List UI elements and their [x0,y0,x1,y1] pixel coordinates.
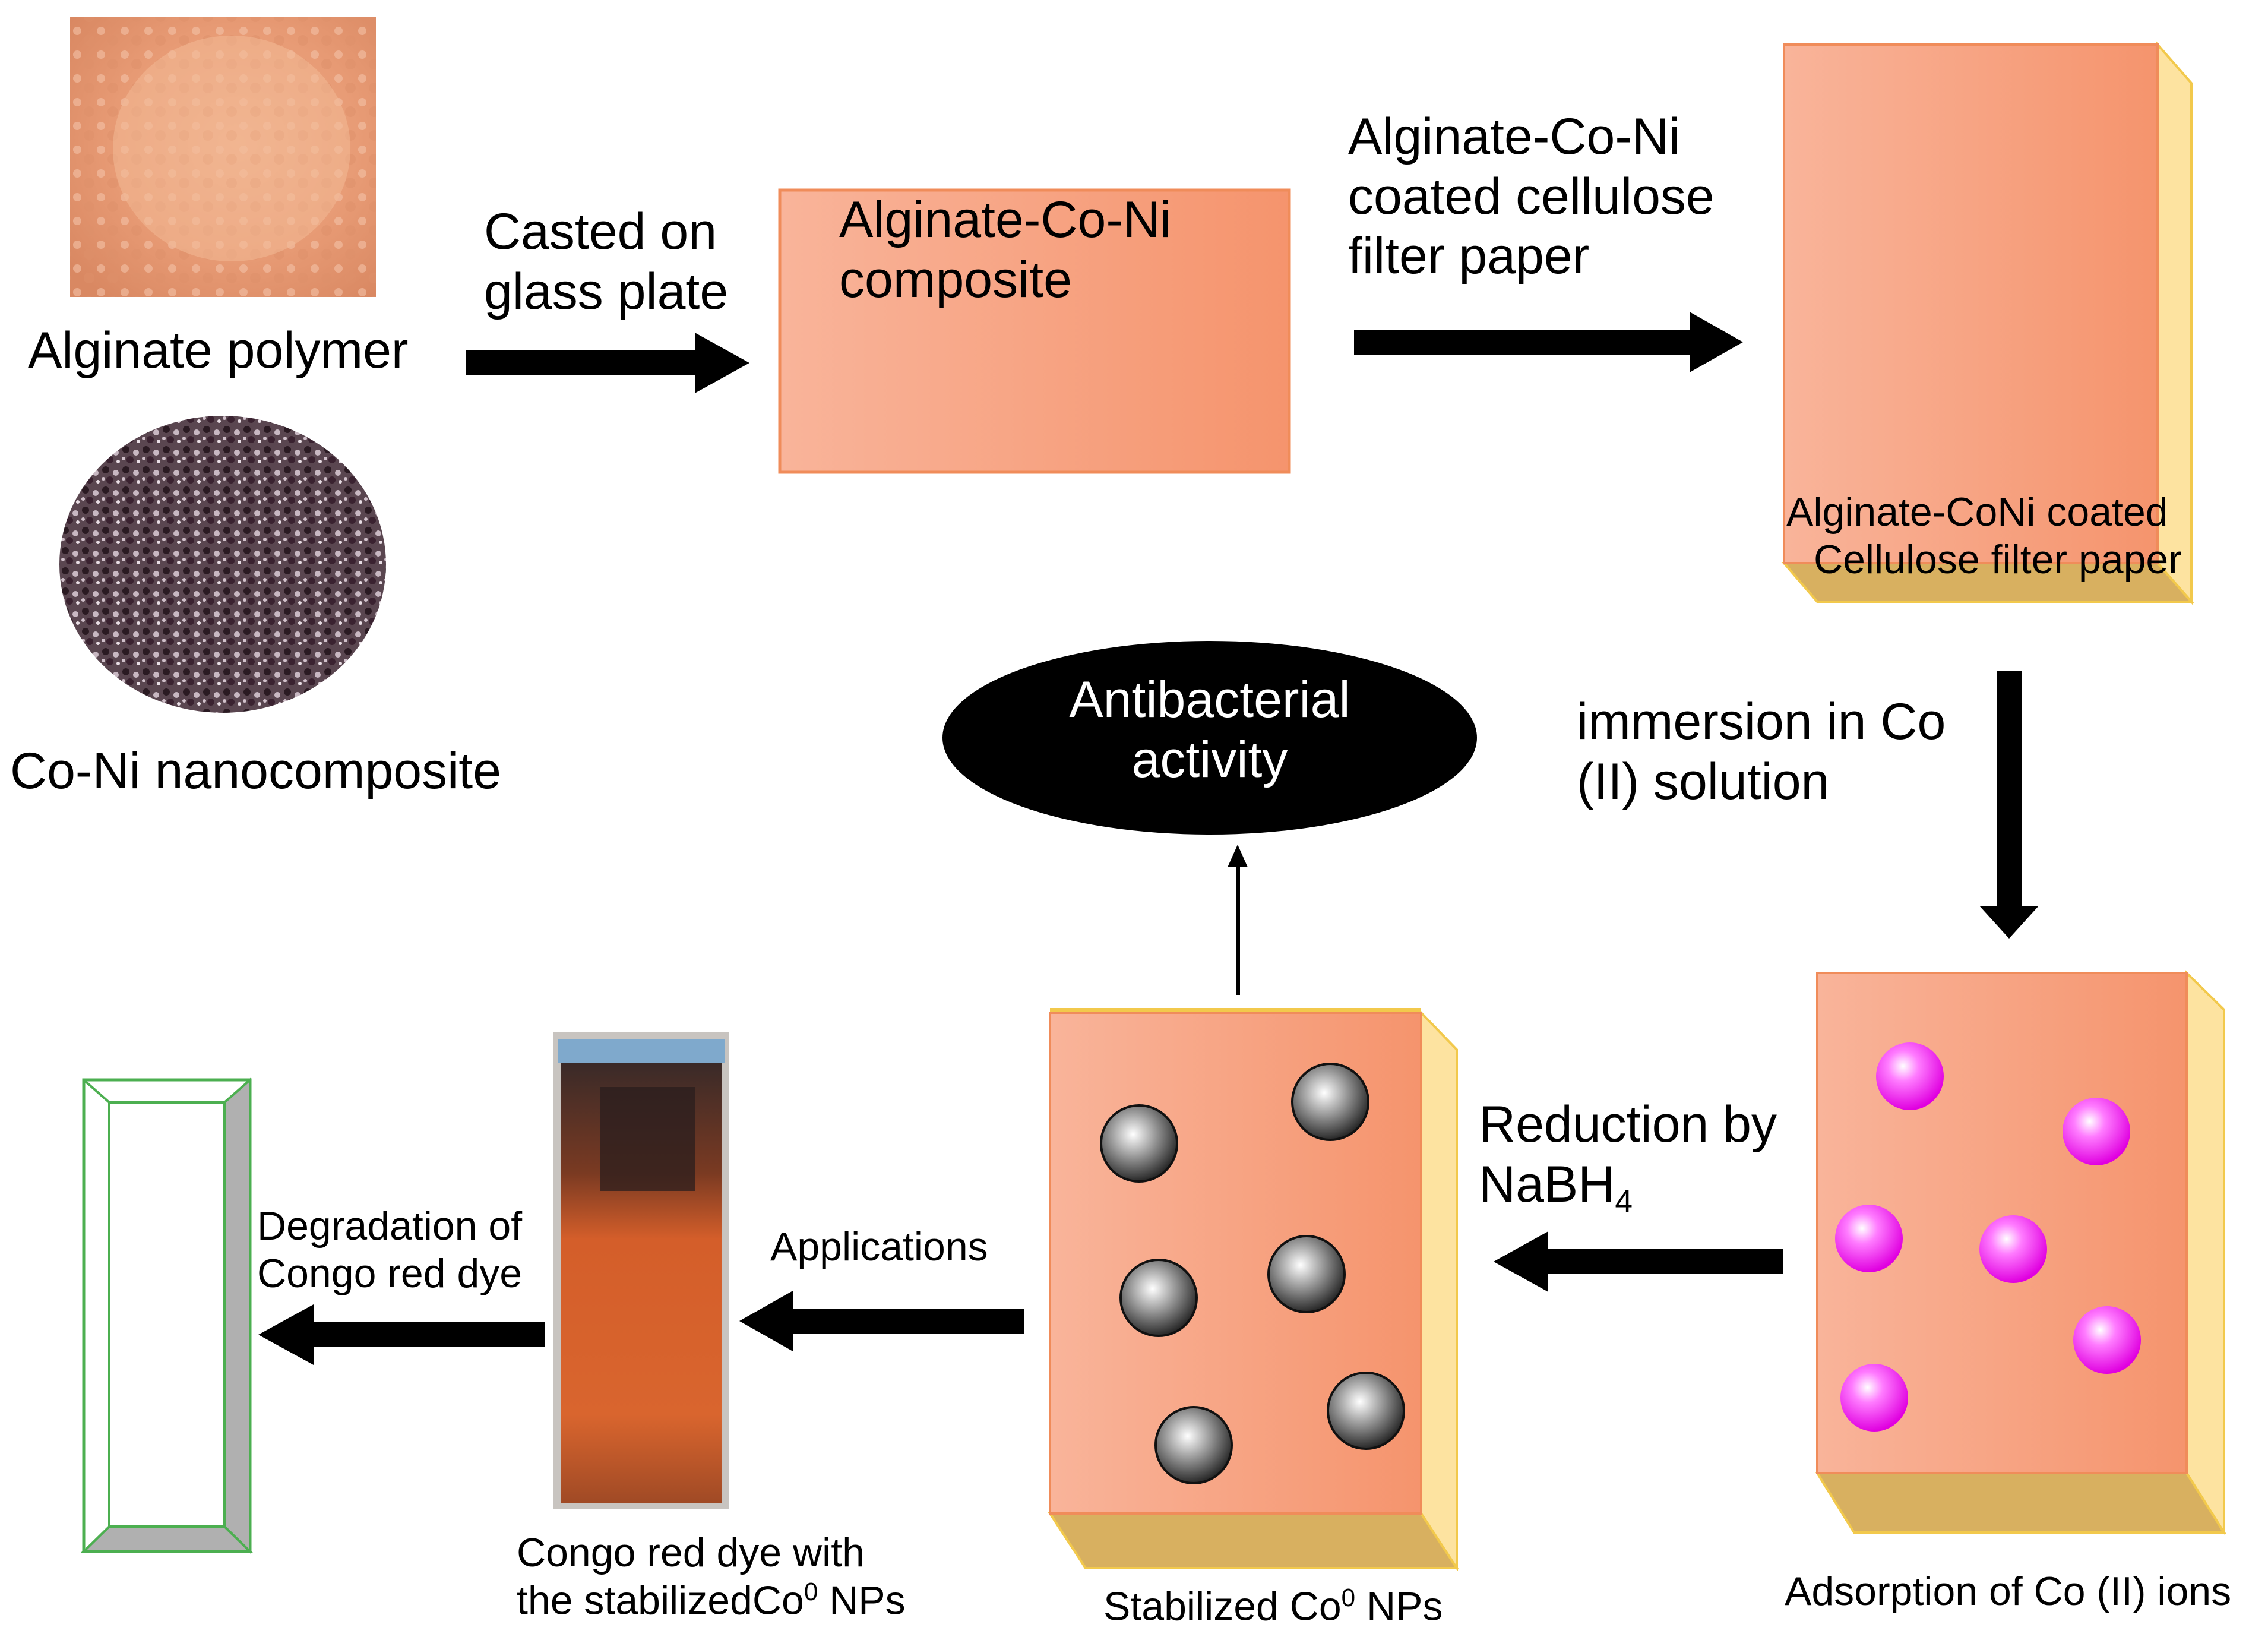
congo-line-1: Congo red dye with [517,1530,865,1575]
cobalt-ion [2073,1306,2141,1374]
antibacterial-line-2: activity [1131,731,1288,788]
empty-cuvette-icon [81,1077,253,1554]
applications-label: Applications [770,1224,988,1269]
arrow-casted-right [466,333,749,393]
nanoparticle [1154,1406,1233,1484]
composite-line-2: composite [839,251,1072,308]
paper-line-1: Alginate-CoNi coated [1786,489,2168,535]
cobalt-ion [1835,1205,1903,1272]
reduction-formula: NaBH [1479,1155,1615,1213]
coated-line-2: coated cellulose [1348,168,1715,225]
nanoparticle [1119,1259,1198,1337]
reduction-line-2: NaBH4 [1479,1155,1777,1221]
nanoparticle [1291,1063,1369,1141]
congo-red-cuvette-photo [553,1032,729,1509]
cobalt-ion [1876,1042,1944,1110]
congo-sup: 0 [804,1577,818,1606]
degradation-line-2: Congo red dye [257,1250,523,1296]
composite-line-1: Alginate-Co-Ni [839,191,1172,248]
antibacterial-ellipse [942,641,1477,835]
coated-line-3: filter paper [1348,227,1590,285]
antibacterial-line-1: Antibacterial [1069,671,1350,728]
degradation-line-1: Degradation of [257,1203,523,1249]
adsorption-block [1815,970,2226,1535]
paper-label: Alginate-CoNi coated Cellulose filter pa… [1786,489,2182,583]
antibacterial-label: Antibacterial activity [1032,670,1388,789]
stabilized-block [1048,1008,1459,1571]
cobalt-ion [1979,1215,2047,1283]
coated-label: Alginate-Co-Ni coated cellulose filter p… [1348,107,1715,286]
stabilized-label: Stabilized Co0 NPs [1103,1583,1443,1630]
nanoparticle [1100,1104,1178,1183]
stabilized-suffix: NPs [1355,1584,1443,1629]
reduction-subscript: 4 [1615,1184,1633,1219]
congo-base: the stabilizedCo [517,1578,804,1623]
arrow-reduction-left [1494,1231,1783,1292]
arrow-coated-right [1354,312,1743,372]
co-ni-nanocomposite-label: Co-Ni nanocomposite [10,742,501,800]
composite-label: Alginate-Co-Ni composite [839,190,1171,309]
nanoparticle [1327,1372,1405,1450]
casted-line-2: glass plate [484,263,729,320]
congo-line-2: the stabilizedCo0 NPs [517,1577,906,1625]
reduction-line-1: Reduction by [1479,1096,1777,1153]
casted-label: Casted on glass plate [484,202,728,321]
coated-line-1: Alginate-Co-Ni [1348,108,1681,165]
arrow-applications-left [739,1291,1024,1351]
reduction-label: Reduction by NaBH4 [1479,1095,1777,1221]
composite-box [778,188,1291,474]
arrow-immersion-down [1979,671,2039,939]
coni-powder-photo [59,416,386,713]
arrow-antibacterial-up [1228,845,1248,995]
alginate-powder-photo [70,17,376,297]
stabilized-sup: 0 [1341,1584,1356,1611]
immersion-label: immersion in Co (II) solution [1577,692,1946,811]
alginate-polymer-label: Alginate polymer [28,322,409,379]
paper-line-2: Cellulose filter paper [1814,536,2182,582]
cobalt-ion [2063,1098,2130,1165]
stabilized-base: Stabilized Co [1103,1584,1342,1629]
degradation-label: Degradation of Congo red dye [257,1203,522,1297]
immersion-line-1: immersion in Co [1577,693,1946,750]
casted-line-1: Casted on [484,203,717,260]
congo-suffix: NPs [818,1578,906,1623]
adsorption-label: Adsorption of Co (II) ions [1785,1569,2232,1614]
arrow-degradation-left [258,1304,545,1365]
congo-label: Congo red dye with the stabilizedCo0 NPs [517,1530,906,1625]
cobalt-ion [1840,1364,1908,1432]
nanoparticle [1267,1235,1346,1313]
immersion-line-2: (II) solution [1577,753,1830,810]
coated-paper-block [1781,41,2194,605]
